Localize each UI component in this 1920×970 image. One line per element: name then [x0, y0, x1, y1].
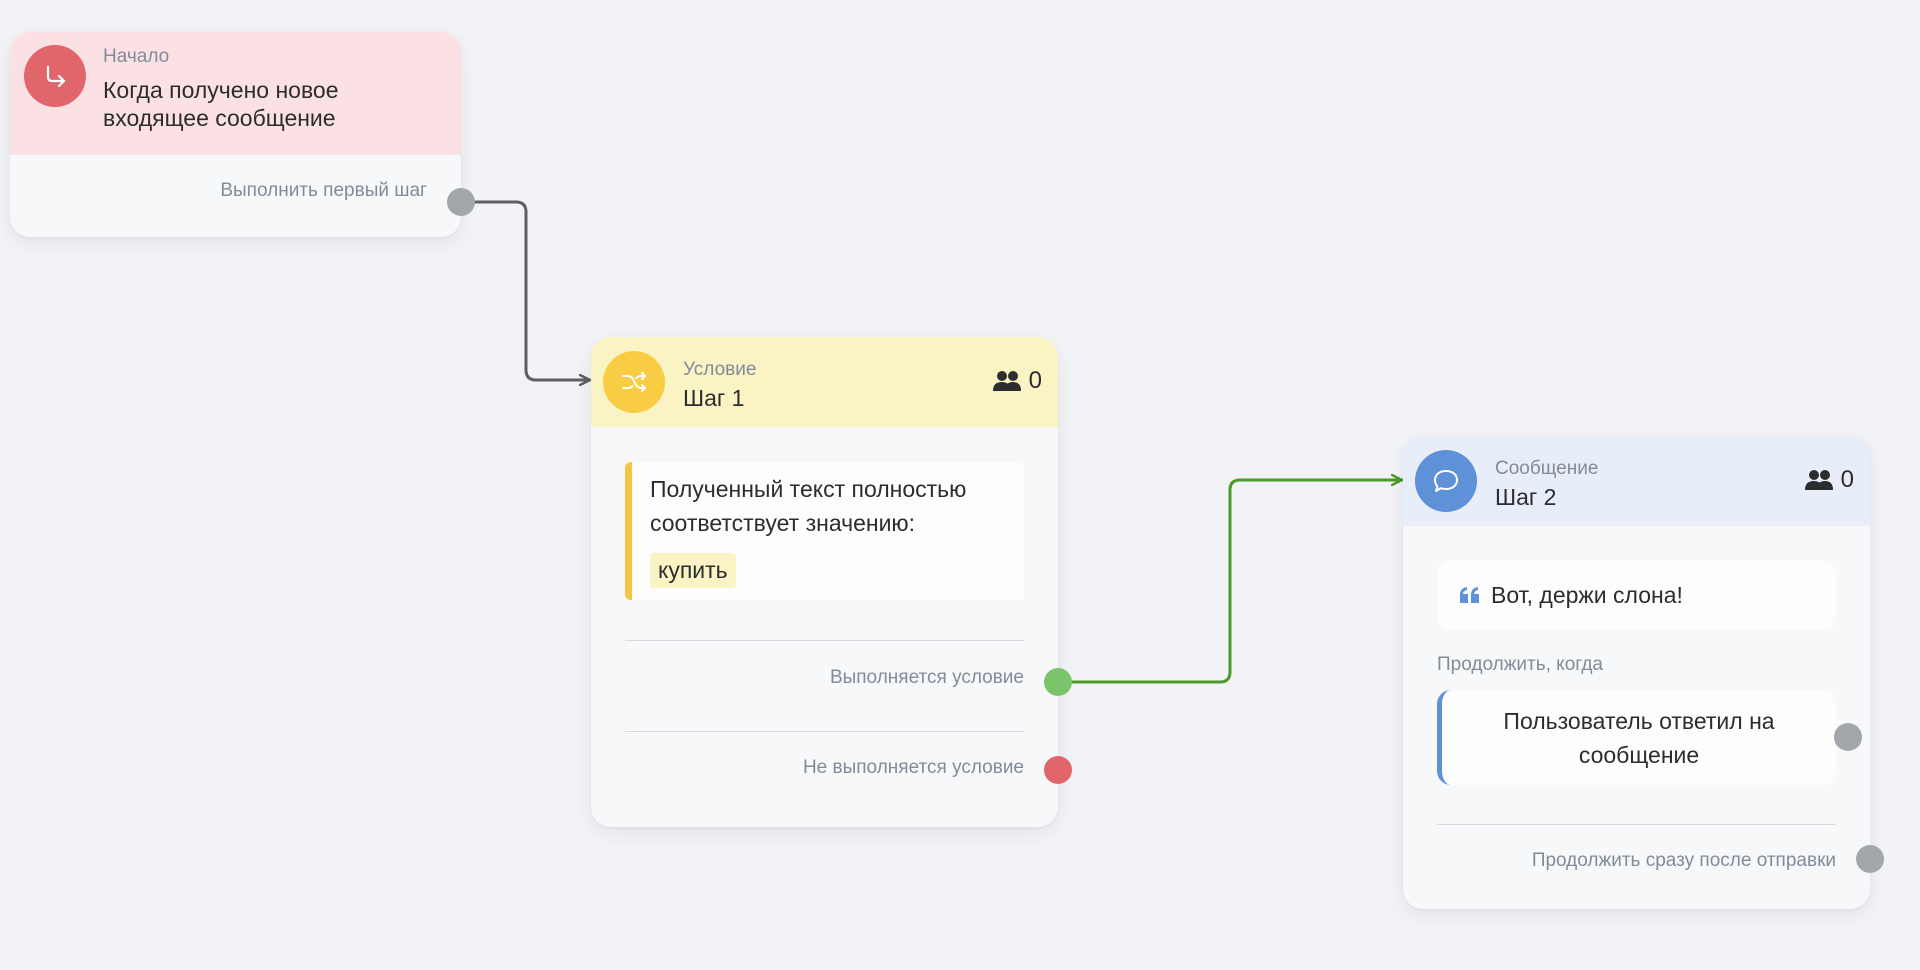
link-step1-to-step2	[1058, 480, 1401, 684]
subscribers-count: 0	[1840, 466, 1854, 493]
divider	[625, 731, 1024, 732]
condition-value-chip: купить	[650, 553, 736, 588]
output-port-continue-immediately[interactable]	[1856, 845, 1884, 873]
chat-bubble-icon	[1415, 450, 1477, 512]
message-text: Вот, держи слона!	[1491, 581, 1683, 608]
start-node[interactable]: Начало Когда получено новое входящее соо…	[10, 32, 475, 237]
continue-option-user-replied[interactable]: Пользователь ответил на сообщение	[1437, 690, 1836, 785]
output-port-user-replied[interactable]	[1834, 723, 1862, 751]
node-type-label: Сообщение	[1495, 458, 1599, 479]
node-type-label: Начало	[103, 46, 170, 67]
output-port-condition-false[interactable]	[1044, 756, 1072, 784]
condition-rule[interactable]: Полученный текст полностью соответствует…	[625, 462, 1024, 600]
quote-icon	[1460, 587, 1479, 603]
users-icon	[992, 371, 1021, 391]
subscribers-counter: 0	[1804, 466, 1854, 494]
message-node-header: Сообщение Шаг 2 0	[1403, 436, 1870, 526]
condition-node[interactable]: Условие Шаг 1 0 Полученный текст полност…	[591, 337, 1072, 827]
node-type-label: Условие	[683, 359, 757, 380]
condition-node-header: Условие Шаг 1 0	[591, 337, 1058, 427]
divider	[625, 640, 1024, 641]
subscribers-count: 0	[1028, 367, 1042, 394]
output-label-condition-false: Не выполняется условие	[802, 757, 1024, 778]
output-port-condition-true[interactable]	[1044, 668, 1072, 696]
output-label-condition-true: Выполняется условие	[829, 667, 1024, 688]
output-port-first-step[interactable]	[447, 188, 475, 216]
start-node-header: Начало Когда получено новое входящее соо…	[10, 32, 461, 155]
condition-rule-text: Полученный текст полностью соответствует…	[650, 476, 967, 536]
redirect-arrow-icon	[24, 45, 86, 107]
output-label-first-step: Выполнить первый шаг	[220, 180, 427, 201]
message-node[interactable]: Сообщение Шаг 2 0 Вот, держи слона! Прод…	[1403, 436, 1884, 909]
subscribers-counter: 0	[992, 367, 1042, 395]
shuffle-icon	[603, 351, 665, 413]
continue-when-label: Продолжить, когда	[1437, 654, 1603, 675]
link-start-to-step1	[461, 200, 589, 380]
message-preview[interactable]: Вот, держи слона!	[1437, 560, 1836, 630]
users-icon	[1804, 470, 1833, 490]
node-title: Когда получено новое входящее сообщение	[103, 77, 339, 131]
node-title: Шаг 1	[683, 385, 745, 411]
continue-option-text: Пользователь ответил на сообщение	[1503, 707, 1775, 768]
output-label-continue-immediately: Продолжить сразу после отправки	[1531, 850, 1836, 871]
divider	[1437, 824, 1836, 825]
node-title: Шаг 2	[1495, 484, 1557, 510]
